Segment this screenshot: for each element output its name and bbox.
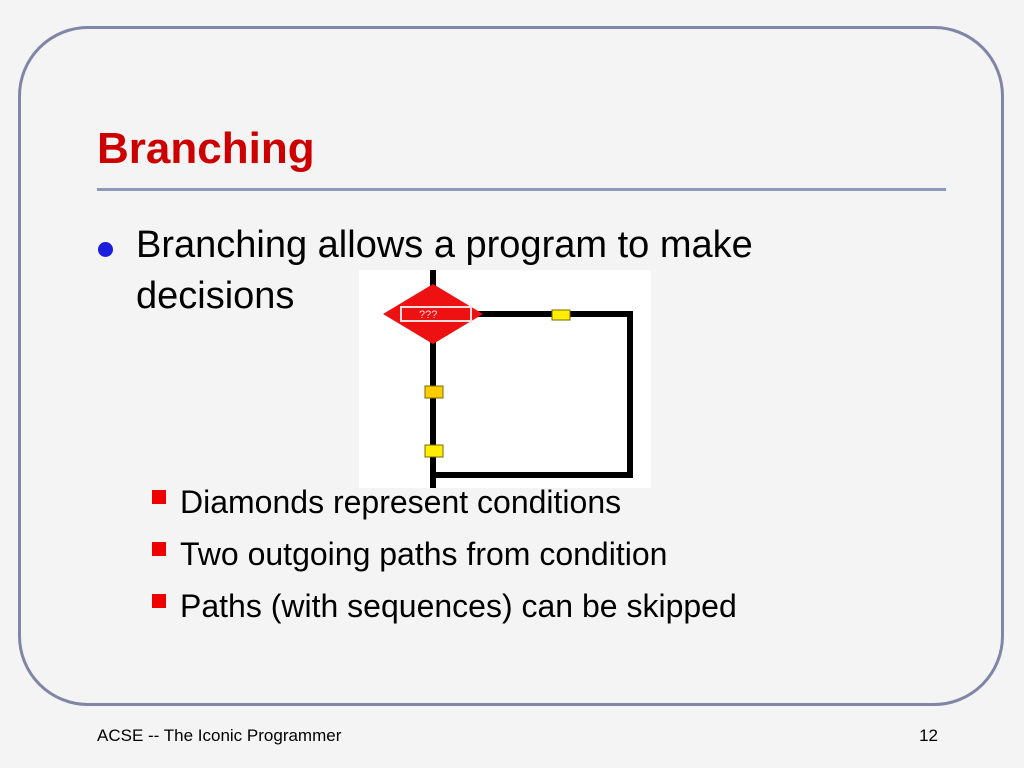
sub-bullet-list: Diamonds represent conditions Two outgoi… (152, 482, 952, 638)
bullet-dot-icon (98, 242, 113, 257)
footer-title: ACSE -- The Iconic Programmer (97, 726, 342, 745)
bullet-square-icon (152, 594, 166, 608)
flow-connector-block-1 (424, 385, 444, 399)
condition-label-box (400, 306, 472, 322)
slide-frame (18, 26, 1004, 706)
sub-bullet-text: Paths (with sequences) can be skipped (180, 588, 737, 624)
bullet-square-icon (152, 542, 166, 556)
branch-path-line (433, 311, 633, 478)
main-bullet-text: Branching allows a program to make decis… (136, 224, 753, 317)
flow-connector-block-2 (424, 444, 444, 458)
list-item: Paths (with sequences) can be skipped (152, 586, 952, 638)
branch-connector-block (551, 309, 571, 321)
list-item: Two outgoing paths from condition (152, 534, 952, 586)
bullet-square-icon (152, 490, 166, 504)
flowchart-diagram: ??? (359, 270, 651, 488)
sub-bullet-text: Two outgoing paths from condition (180, 536, 668, 572)
title-divider (97, 188, 946, 191)
slide-title: Branching (97, 124, 315, 173)
flowchart-svg: ??? (383, 270, 633, 488)
sub-bullet-text: Diamonds represent conditions (180, 484, 622, 520)
condition-label: ??? (419, 309, 437, 321)
list-item: Diamonds represent conditions (152, 482, 952, 534)
page-number: 12 (919, 726, 938, 745)
condition-diamond (383, 284, 483, 344)
